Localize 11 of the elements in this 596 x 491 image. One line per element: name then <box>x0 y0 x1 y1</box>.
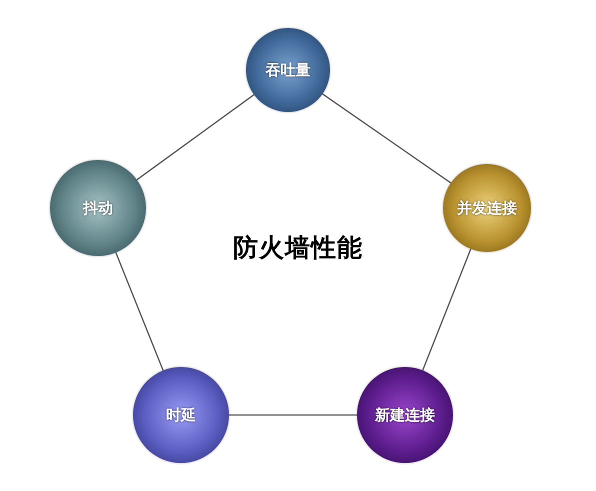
connector-line <box>136 94 254 180</box>
connector-line <box>229 414 357 416</box>
node-label: 并发连接 <box>457 199 517 217</box>
connector-line <box>422 248 472 371</box>
diagram-title: 防火墙性能 <box>232 232 364 264</box>
connector-line <box>115 252 164 371</box>
node-label: 时延 <box>166 406 196 424</box>
node-label: 抖动 <box>83 199 113 217</box>
node-label: 吞吐量 <box>266 61 310 79</box>
node-label: 新建连接 <box>375 406 435 424</box>
connector-line <box>322 93 452 184</box>
